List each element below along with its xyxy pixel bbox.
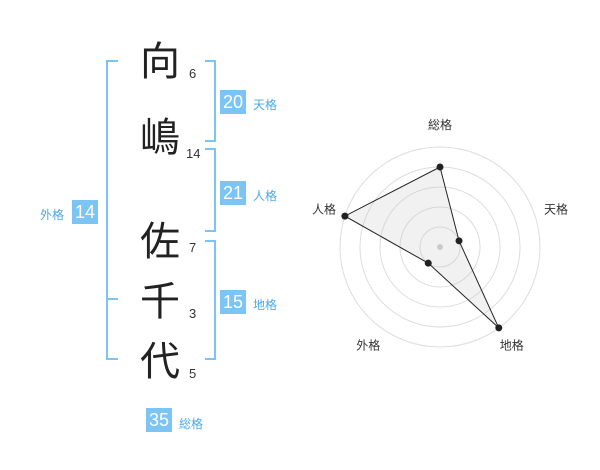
chikaku-bracket [205,240,216,360]
jinkaku-bracket [205,148,216,232]
radar-point-3 [495,324,503,332]
given-stroke-1: 7 [189,240,197,255]
given-stroke-2: 3 [189,306,197,321]
tenkaku-value: 20 [220,90,246,114]
radar-axis-label-2: 天格 [544,201,568,216]
given-char-1: 佐 [140,219,180,265]
gaikaku-value: 14 [72,200,98,224]
radar-axis-label-3: 地格 [500,338,524,353]
radar-polygon [343,166,500,329]
radar-axis-label-4: 外格 [356,338,380,353]
surname-stroke-1: 6 [189,66,197,81]
radar-center [437,244,443,250]
given-stroke-3: 5 [189,366,197,381]
surname-char-1: 向 [140,39,180,85]
chikaku-label: 地格 [253,298,278,312]
tenkaku-bracket [205,60,216,142]
radar-point-5 [341,212,349,220]
gaikaku-bracket [106,60,118,360]
soukaku-value: 35 [146,408,172,432]
tenkaku-label: 天格 [253,98,278,112]
given-char-3: 代 [140,339,180,385]
radar-ring [339,146,541,348]
soukaku-label: 総格 [179,417,204,431]
given-char-2: 千 [140,279,180,325]
surname-char-2: 嶋 [140,115,180,161]
gaikaku-bracket-tick [106,298,118,300]
radar-ring [419,226,461,268]
surname-stroke-2: 14 [186,146,201,161]
radar-point-2 [455,237,463,245]
radar-point-4 [424,259,432,267]
jinkaku-value: 21 [220,181,246,205]
radar-axis-label-1: 総格 [428,117,452,132]
jinkaku-label: 人格 [253,189,278,203]
gaikaku-label: 外格 [40,208,65,222]
radar-axis-label-5: 人格 [312,201,336,216]
radar-point-1 [436,163,444,171]
radar-ring [379,186,501,308]
chikaku-value: 15 [220,290,246,314]
